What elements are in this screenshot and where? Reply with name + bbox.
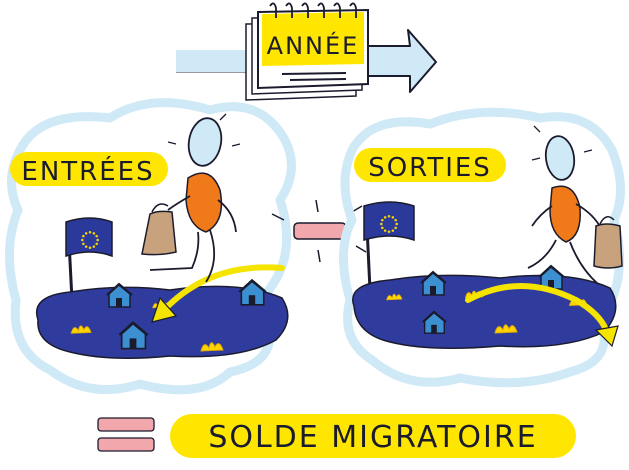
entries-label: ENTRÉES [21, 155, 154, 187]
equals-sign-icon [97, 417, 155, 452]
eu-flag-icon [363, 201, 415, 291]
entry-arrow [161, 264, 285, 313]
house-icon [238, 279, 267, 306]
right-island [352, 274, 617, 349]
minus-sign-icon [271, 199, 367, 263]
exit-arrow [465, 283, 609, 333]
suitcase-icon [141, 203, 177, 256]
left-panel: ENTRÉES [5, 98, 296, 395]
left-island [36, 285, 289, 359]
result-banner: SOLDE MIGRATOIRE [170, 414, 576, 458]
right-panel: SORTIES [339, 107, 626, 388]
exits-label: SORTIES [368, 153, 492, 183]
right-cloud [339, 107, 626, 388]
traveller-icon [141, 113, 241, 283]
suitcase-icon [593, 216, 623, 269]
calendar-label: ANNÉE [267, 31, 360, 60]
traveller-icon [527, 125, 623, 285]
calendar-icon: ANNÉE [245, 2, 369, 101]
eu-flag-icon [65, 217, 113, 301]
result-label: SOLDE MIGRATOIRE [208, 420, 537, 455]
